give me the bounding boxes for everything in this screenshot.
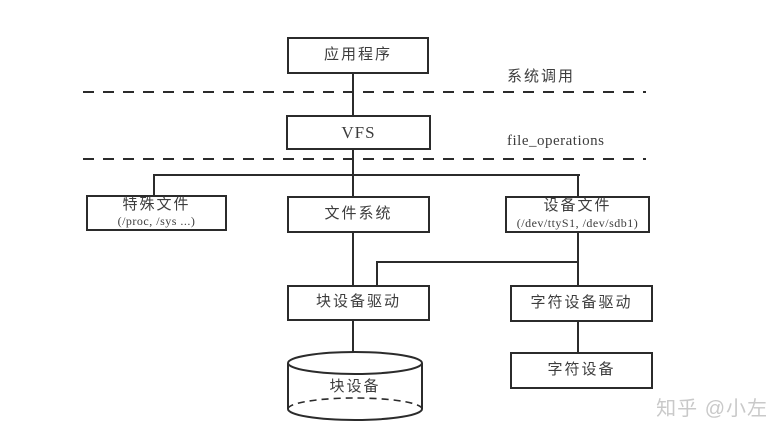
connector-blockdriver-blockdevice <box>352 321 354 353</box>
separator-system-call <box>83 91 646 93</box>
connector-branch-left <box>153 174 155 196</box>
label-system-call: 系统调用 <box>507 69 576 85</box>
block-device-cylinder-icon <box>287 351 423 421</box>
connector-devicefiles-blockdriver <box>376 261 378 286</box>
connector-devicefiles-branch-horizontal <box>376 261 579 263</box>
node-char-device-label: 字符设备 <box>547 361 616 378</box>
zhihu-watermark: 知乎 @小左 <box>656 398 768 420</box>
connector-app-vfs <box>352 73 354 116</box>
connector-devicefiles-chardriver <box>577 233 579 286</box>
connector-branch-right <box>577 174 579 197</box>
node-vfs-label: VFS <box>341 122 376 142</box>
node-filesystem-label: 文件系统 <box>324 205 393 222</box>
node-application: 应用程序 <box>287 37 429 74</box>
node-device-files-sublabel: (/dev/ttyS1, /dev/sdb1) <box>516 215 639 230</box>
node-special-files: 特殊文件 (/proc, /sys ...) <box>86 195 227 231</box>
connector-branch-horizontal <box>153 174 580 176</box>
node-char-device-driver-label: 字符设备驱动 <box>530 294 633 311</box>
node-filesystem: 文件系统 <box>287 196 430 233</box>
node-block-device-label: 块设备 <box>329 379 381 395</box>
node-application-label: 应用程序 <box>323 46 392 63</box>
node-char-device: 字符设备 <box>510 352 653 389</box>
node-char-device-driver: 字符设备驱动 <box>510 285 653 322</box>
connector-chardriver-chardevice <box>577 322 579 352</box>
node-block-device-driver-label: 块设备驱动 <box>315 294 401 311</box>
separator-file-operations <box>83 158 646 160</box>
node-special-files-sublabel: (/proc, /sys ...) <box>117 214 196 229</box>
node-device-files: 设备文件 (/dev/ttyS1, /dev/sdb1) <box>505 196 650 233</box>
node-device-files-label: 设备文件 <box>543 198 612 215</box>
connector-filesystem-blockdriver <box>352 233 354 286</box>
node-block-device-driver: 块设备驱动 <box>287 285 430 321</box>
label-file-operations: file_operations <box>507 133 605 149</box>
node-special-files-label: 特殊文件 <box>122 196 191 213</box>
connector-vfs-down <box>352 148 354 198</box>
node-vfs: VFS <box>286 115 431 150</box>
